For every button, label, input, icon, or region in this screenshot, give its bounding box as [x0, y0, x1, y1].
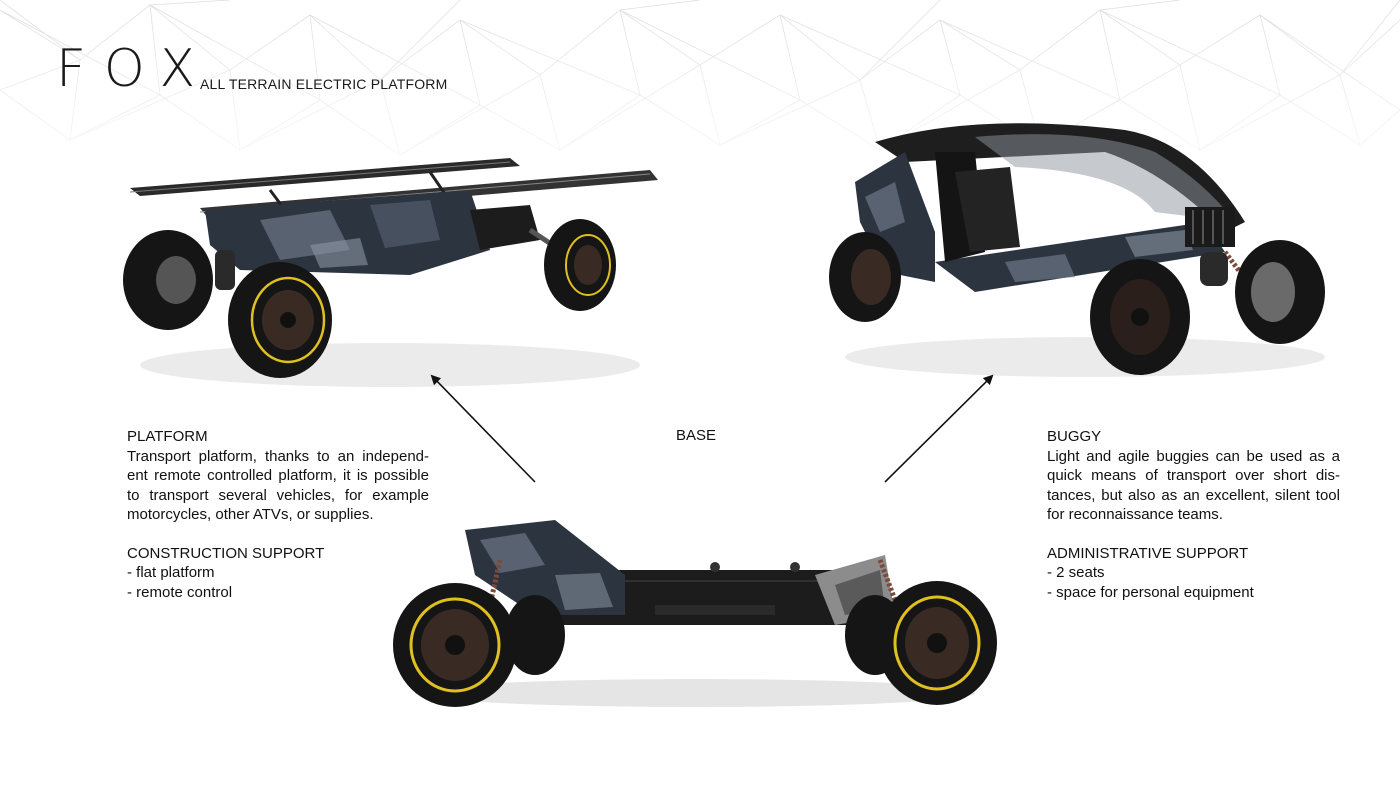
- base-label: BASE: [676, 427, 717, 444]
- wheel-rear-left: [829, 232, 901, 322]
- arrow-to-buggy: [884, 374, 994, 483]
- base-vehicle-image: [393, 520, 997, 707]
- buggy-paragraph: Light and agile buggies can be used as a…: [1047, 447, 1340, 524]
- list-item: - flat platform: [127, 564, 215, 581]
- list-item: - 2 seats: [1047, 564, 1105, 581]
- list-item: - remote control: [127, 583, 233, 601]
- page-subtitle: ALL TERRAIN ELECTRIC PLATFORM: [200, 76, 448, 92]
- wheel-front-right: [1235, 240, 1325, 344]
- wheel-front: [228, 262, 332, 378]
- wheel-left: [393, 583, 517, 707]
- wheel-rear-right: [544, 219, 616, 311]
- platform-description: PLATFORM Transport platform, thanks to a…: [127, 427, 429, 602]
- arrow-to-platform: [430, 374, 536, 483]
- platform-vehicle-image: [123, 158, 658, 387]
- wheel-right: [877, 581, 997, 705]
- list-item: - space for personal equipment: [1047, 583, 1254, 601]
- wheel-front-left: [1090, 259, 1190, 375]
- wheel-rear-left: [123, 230, 213, 330]
- buggy-description: BUGGY Light and agile buggies can be use…: [1047, 427, 1340, 602]
- construction-support-heading: CONSTRUCTION SUPPORT: [127, 544, 325, 562]
- administrative-support-heading: ADMINISTRATIVE SUPPORT: [1047, 544, 1249, 562]
- buggy-vehicle-image: [829, 123, 1325, 377]
- platform-paragraph: Transport platform, thanks to an indepen…: [127, 447, 429, 524]
- page-title: FOX: [56, 39, 214, 99]
- platform-heading: PLATFORM: [127, 428, 208, 445]
- buggy-heading: BUGGY: [1047, 428, 1102, 445]
